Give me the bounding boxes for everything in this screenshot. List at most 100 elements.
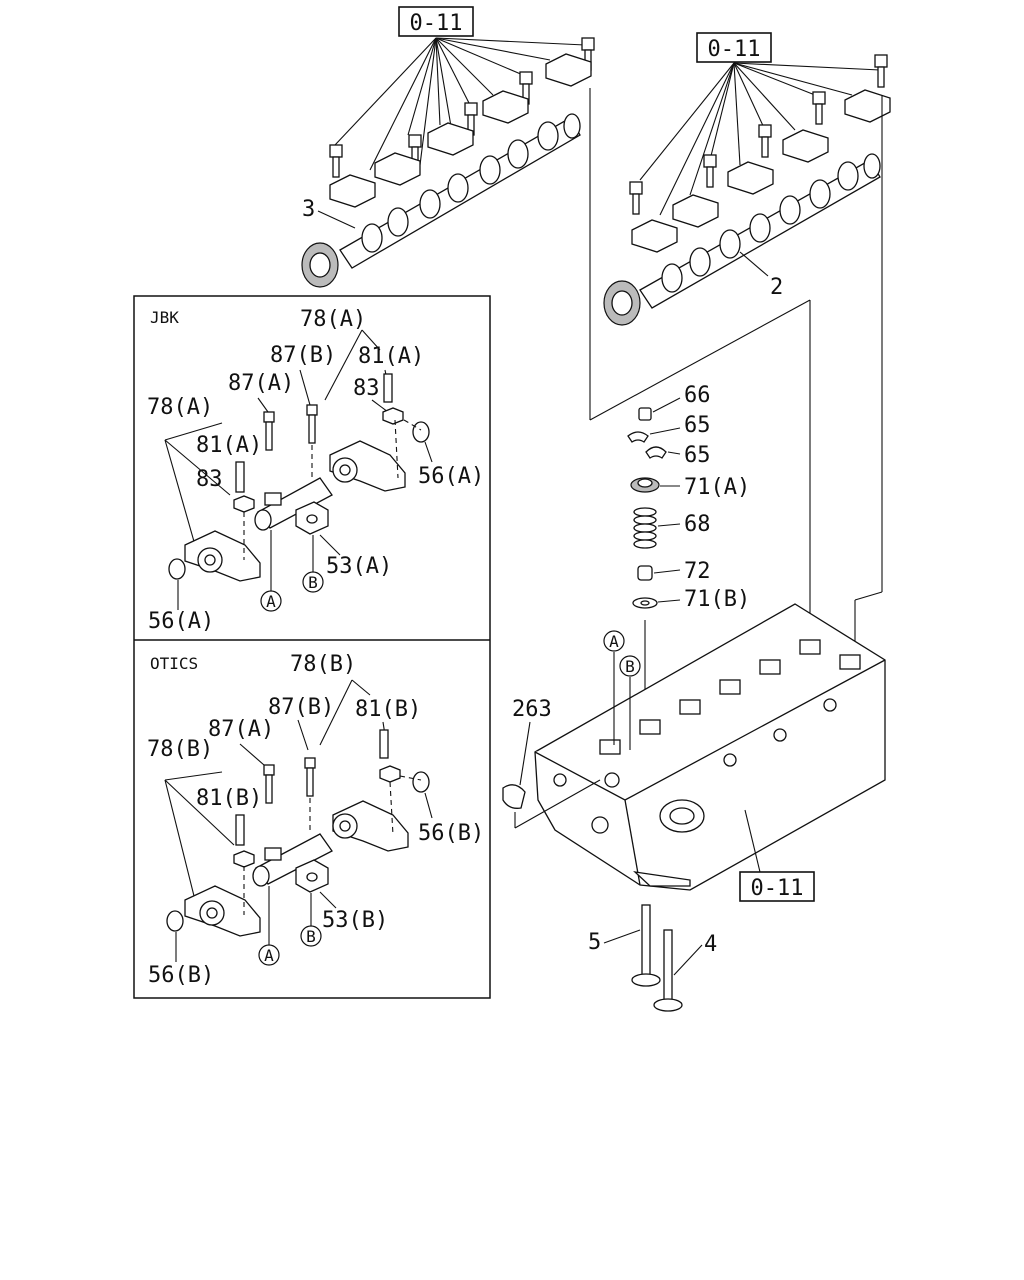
- svg-text:A: A: [266, 592, 276, 611]
- svg-text:53(B): 53(B): [322, 908, 388, 933]
- reference-box-bottom[interactable]: 0-11: [739, 809, 815, 902]
- valve-spring-stack: 66 65 65 71(A) 68: [627, 383, 750, 750]
- callout-3: 3: [302, 197, 356, 229]
- cylinder-head[interactable]: [534, 603, 886, 891]
- rocker-housing-53a[interactable]: [254, 477, 333, 535]
- part-65-b[interactable]: 65: [645, 443, 711, 468]
- bolt: [408, 134, 422, 168]
- svg-text:53(A): 53(A): [326, 554, 392, 579]
- variant-panel-frame: [133, 295, 491, 999]
- panel-otics: OTICS 78(B) 87(B) 81(B) 87(A) 78(B) 81(B…: [147, 652, 484, 988]
- bracket-78b-top[interactable]: [332, 800, 409, 852]
- part-72-seal[interactable]: 72: [637, 559, 711, 584]
- screw-81a-left[interactable]: [235, 461, 245, 493]
- svg-text:B: B: [306, 927, 316, 946]
- head-locator-a: A: [603, 630, 625, 745]
- bolt: [812, 91, 826, 125]
- svg-text:71(B): 71(B): [684, 587, 750, 612]
- nut-83-left[interactable]: [233, 495, 255, 513]
- svg-text:B: B: [308, 573, 318, 592]
- part-71a-retainer[interactable]: 71(A): [630, 475, 750, 500]
- camshaft-caps-top-right: [631, 89, 891, 253]
- svg-text:87(B): 87(B): [270, 343, 336, 368]
- leader-lines-top-right: [639, 62, 881, 216]
- locator-b: B: [300, 893, 322, 947]
- bracket-78a-left[interactable]: [184, 530, 261, 582]
- part-65-a[interactable]: 65: [627, 413, 711, 443]
- oring-56a-bottom[interactable]: [168, 558, 186, 580]
- reference-label: 0-11: [751, 876, 804, 901]
- camshaft-exhaust[interactable]: [301, 113, 581, 288]
- svg-text:81(A): 81(A): [358, 344, 424, 369]
- callout-2: 2: [739, 251, 783, 300]
- panel-jbk: JBK 78(A) 87(B) 81(A) 87(A) 83 78(A) 81(…: [147, 307, 484, 634]
- svg-text:65: 65: [684, 443, 711, 468]
- rocker-housing-53b[interactable]: [252, 833, 333, 893]
- svg-text:72: 72: [684, 559, 711, 584]
- svg-text:78(A): 78(A): [300, 307, 366, 332]
- camshaft-caps-top-left: [329, 53, 592, 208]
- svg-text:78(B): 78(B): [290, 652, 356, 677]
- nut-83-top[interactable]: [382, 407, 404, 425]
- bolt: [581, 37, 595, 71]
- panel-title: JBK: [150, 308, 179, 327]
- screw-81b-left[interactable]: [235, 814, 245, 846]
- bolt-87a[interactable]: [263, 764, 275, 804]
- oring-56a-right[interactable]: [412, 421, 430, 443]
- svg-text:78(B): 78(B): [147, 737, 213, 762]
- bolt: [329, 144, 343, 178]
- reference-label: 0-11: [410, 11, 463, 36]
- part-66[interactable]: 66: [638, 383, 711, 421]
- screw-81b-top[interactable]: [379, 729, 389, 759]
- bolt: [758, 124, 772, 158]
- bolt-87a[interactable]: [263, 411, 275, 451]
- locator-a: A: [258, 886, 280, 966]
- svg-text:78(A): 78(A): [147, 395, 213, 420]
- svg-text:65: 65: [684, 413, 711, 438]
- valve-4[interactable]: 4: [653, 929, 717, 1012]
- svg-text:5: 5: [588, 930, 601, 955]
- part-68-spring[interactable]: 68: [633, 507, 711, 549]
- nut-top[interactable]: [379, 765, 401, 783]
- svg-text:68: 68: [684, 512, 711, 537]
- oring-56b-bottom[interactable]: [166, 910, 184, 932]
- bolt-87b[interactable]: [304, 757, 316, 797]
- oring-56b-right[interactable]: [412, 771, 430, 793]
- svg-text:A: A: [609, 632, 619, 651]
- bolts-top-left: [329, 37, 595, 178]
- svg-text:81(B): 81(B): [355, 697, 421, 722]
- bolts-top-right: [629, 54, 888, 215]
- svg-text:81(A): 81(A): [196, 433, 262, 458]
- reference-label: 0-11: [708, 37, 761, 62]
- part-71b-seat[interactable]: 71(B): [632, 587, 750, 612]
- bolt: [703, 154, 717, 188]
- bolt-87b[interactable]: [306, 404, 318, 444]
- svg-text:56(B): 56(B): [418, 821, 484, 846]
- svg-text:83: 83: [196, 467, 223, 492]
- valve-5[interactable]: 5: [588, 904, 661, 987]
- svg-text:56(A): 56(A): [418, 464, 484, 489]
- svg-text:2: 2: [770, 275, 783, 300]
- svg-text:56(B): 56(B): [148, 963, 214, 988]
- camshaft-intake[interactable]: [603, 153, 881, 326]
- svg-text:A: A: [264, 946, 274, 965]
- svg-text:4: 4: [704, 932, 717, 957]
- reference-box-top-left[interactable]: 0-11: [398, 6, 474, 37]
- callout-263: 263: [502, 697, 601, 829]
- bracket-78b-left[interactable]: [184, 885, 261, 937]
- bolt: [629, 181, 643, 215]
- head-locator-b: B: [619, 655, 641, 750]
- svg-text:B: B: [625, 657, 635, 676]
- locator-a: A: [260, 530, 282, 612]
- svg-text:83: 83: [353, 376, 380, 401]
- screw-81a-top[interactable]: [383, 373, 393, 403]
- svg-text:87(A): 87(A): [208, 717, 274, 742]
- nut-left[interactable]: [233, 850, 255, 868]
- svg-text:3: 3: [302, 197, 315, 222]
- svg-text:81(B): 81(B): [196, 786, 262, 811]
- reference-box-top-right[interactable]: 0-11: [696, 32, 772, 63]
- svg-text:56(A): 56(A): [148, 609, 214, 634]
- svg-text:87(B): 87(B): [268, 695, 334, 720]
- bracket-78a-top[interactable]: [329, 440, 406, 492]
